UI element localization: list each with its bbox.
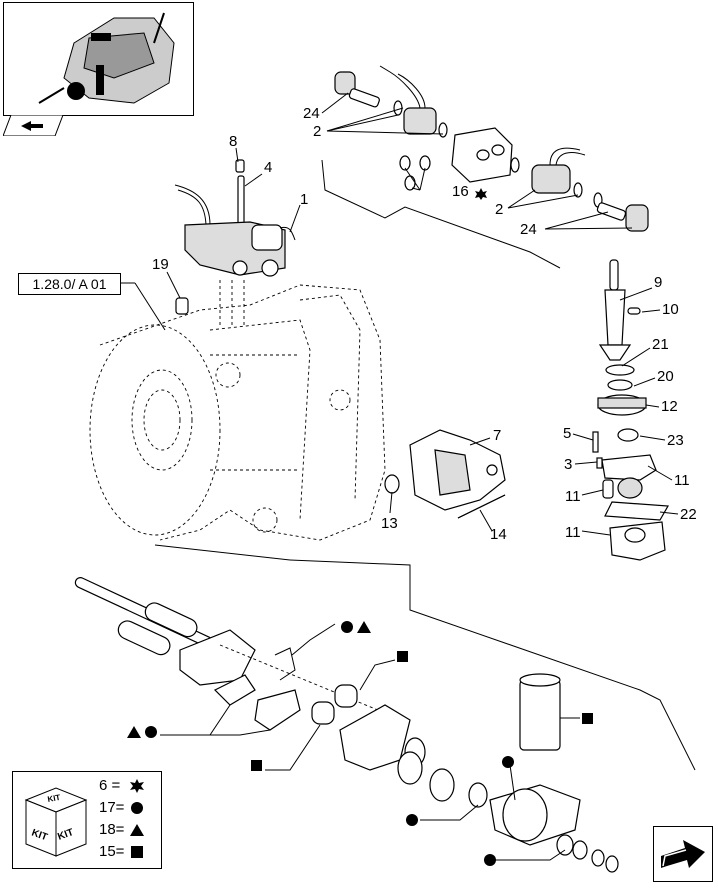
reference-link[interactable]: 1.28.0/ A 01 [18, 273, 121, 295]
callout-12: 12 [661, 398, 678, 415]
star-icon [130, 779, 145, 794]
callout-23: 23 [667, 432, 684, 449]
square-symbol [582, 713, 593, 724]
legend-key: 6 = [99, 777, 121, 794]
legend-row-17: 17= [99, 800, 145, 816]
callout-24: 24 [520, 221, 537, 238]
kit-legend: KIT KIT KIT 6 = 17= 18= 15= [12, 771, 162, 869]
transmission-housing [89, 284, 386, 541]
callout-2: 2 [313, 123, 322, 140]
callout-9: 9 [654, 274, 663, 291]
triangle-symbol [357, 621, 371, 633]
callout-11: 11 [674, 472, 690, 489]
next-page-arrow-icon[interactable] [653, 826, 713, 882]
legend-key: 17= [99, 799, 125, 816]
triangle-icon [130, 824, 145, 837]
lower-shift-parts [74, 544, 696, 873]
callout-5: 5 [563, 425, 572, 442]
square-symbol [397, 651, 408, 662]
callout-2: 2 [495, 201, 504, 218]
callout-13: 13 [381, 515, 398, 532]
callout-21: 21 [652, 336, 669, 353]
callout-8: 8 [229, 133, 238, 150]
circle-symbol [145, 726, 157, 738]
callout-11: 11 [565, 488, 581, 505]
legend-key: 18= [99, 821, 125, 838]
circle-symbol [406, 814, 418, 826]
legend-row-15: 15= [99, 844, 145, 860]
legend-row-18: 18= [99, 822, 145, 838]
kit-symbols [127, 188, 593, 866]
kit-label-top: KIT [47, 793, 61, 804]
bracket-assembly [384, 429, 506, 519]
callout-11: 11 [565, 524, 581, 541]
kit-label-right: KIT [56, 827, 75, 843]
star-symbol [475, 188, 487, 200]
leader-lines [120, 92, 679, 861]
circle-symbol [484, 854, 496, 866]
legend-row-6: 6 = [99, 778, 145, 794]
callout-14: 14 [490, 526, 507, 543]
callout-10: 10 [662, 301, 679, 318]
square-icon [131, 846, 144, 859]
kit-box-icon: KIT KIT KIT [24, 787, 88, 857]
callout-3: 3 [564, 456, 573, 473]
callout-19: 19 [152, 256, 169, 273]
pto-parts-column [592, 259, 669, 561]
callout-1: 1 [300, 191, 309, 208]
callout-4: 4 [264, 159, 273, 176]
callout-22: 22 [680, 506, 697, 523]
valve-assembly [174, 159, 296, 328]
callout-7: 7 [493, 427, 502, 444]
kit-label-left: KIT [30, 827, 49, 843]
square-symbol [251, 760, 262, 771]
circle-symbol [341, 621, 353, 633]
callout-16: 16 [452, 183, 469, 200]
circle-symbol [502, 756, 514, 768]
callout-24: 24 [303, 105, 320, 122]
triangle-symbol [127, 726, 141, 738]
callout-20: 20 [657, 368, 674, 385]
solenoid-kit-group [321, 65, 649, 269]
legend-key: 15= [99, 843, 125, 860]
assembly-thumbnail-icon[interactable] [3, 2, 194, 116]
circle-icon [131, 802, 144, 815]
arrow-back-icon[interactable] [2, 114, 64, 137]
